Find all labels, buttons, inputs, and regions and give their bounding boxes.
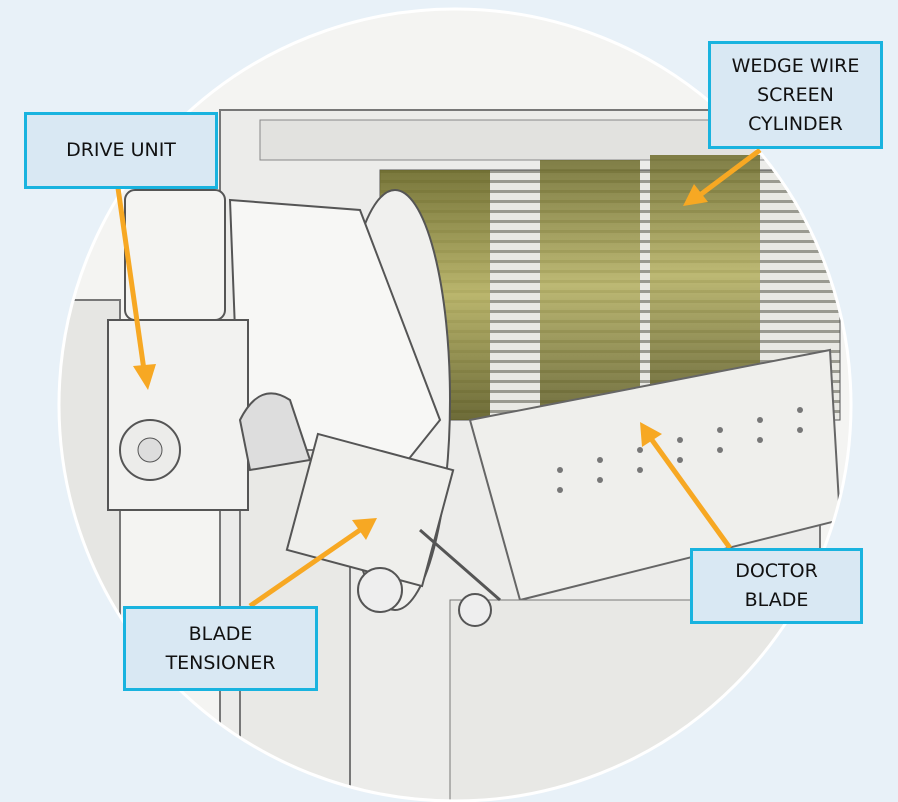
doctor-blade-text: DOCTOR BLADE xyxy=(735,560,818,611)
drive-unit-text: DRIVE UNIT xyxy=(66,139,176,161)
blade-tensioner-label: BLADE TENSIONER xyxy=(123,606,318,691)
drive-unit-label: DRIVE UNIT xyxy=(24,112,218,189)
callout-arrows xyxy=(115,148,762,609)
drive-unit-arrow xyxy=(115,187,147,371)
doctor-blade-arrow xyxy=(649,438,733,550)
doctor-blade-label: DOCTOR BLADE xyxy=(690,548,863,624)
wedge-wire-text: WEDGE WIRE SCREEN CYLINDER xyxy=(731,54,860,135)
wedge-wire-arrow xyxy=(698,148,762,197)
blade-tensioner-arrow xyxy=(248,527,362,609)
blade-tensioner-text: BLADE TENSIONER xyxy=(165,622,276,674)
wedge-wire-label: WEDGE WIRE SCREEN CYLINDER xyxy=(708,41,883,149)
